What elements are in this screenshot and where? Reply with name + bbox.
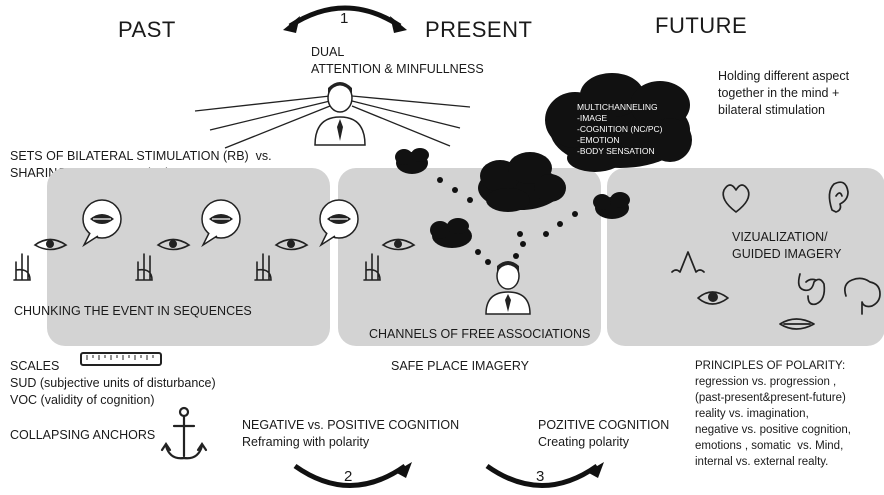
future-note-line3: bilateral stimulation (718, 103, 825, 117)
arrow-1-number: 1 (340, 10, 349, 27)
sud-label: SUD (subjective units of disturbance) (10, 376, 216, 390)
polarity-line-4: negative vs. positive cognition, (695, 424, 851, 436)
positive-cognition-title: POZITIVE COGNITION (538, 418, 670, 432)
cloud-line-4: -EMOTION (577, 135, 620, 145)
panel-future (607, 168, 884, 346)
polarity-title: PRINCIPLES OF POLARITY: (695, 360, 846, 372)
chunking-caption: CHUNKING THE EVENT IN SEQUENCES (14, 304, 252, 318)
cloud-line-3: -COGNITION (NC/PC) (577, 124, 663, 134)
negative-cognition-subtitle: Reframing with polarity (242, 435, 370, 449)
visualization-label-line1: VIZUALIZATION/ (732, 230, 828, 244)
scales-label: SCALES (10, 359, 60, 373)
voc-label: VOC (validity of cognition) (10, 393, 155, 407)
dual-label: DUAL (311, 45, 345, 59)
safe-place-label: SAFE PLACE IMAGERY (391, 359, 530, 373)
polarity-line-5: emotions , somatic vs. Mind, (695, 440, 844, 452)
cloud-line-5: -BODY SENSATION (577, 146, 655, 156)
positive-cognition-subtitle: Creating polarity (538, 435, 630, 449)
future-note-line1: Holding different aspect (718, 69, 850, 83)
arrow-3-number: 3 (536, 468, 545, 485)
polarity-line-6: internal vs. external realty. (695, 456, 829, 468)
attention-label: ATTENTION & MINFULLNESS (311, 62, 484, 76)
collapsing-anchors-label: COLLAPSING ANCHORS (10, 428, 156, 442)
bilateral-note-line1: SETS OF BILATERAL STIMULATION (RB) vs. (10, 149, 272, 163)
polarity-line-2: (past-present&present-future) (695, 392, 846, 404)
heading-present: PRESENT (425, 17, 533, 42)
visualization-label-line2: GUIDED IMAGERY (732, 247, 842, 261)
polarity-line-3: reality vs. imagination, (695, 408, 809, 420)
heading-past: PAST (118, 17, 176, 42)
future-note-line2: together in the mind + (718, 86, 840, 100)
free-associations-caption: CHANNELS OF FREE ASSOCIATIONS (369, 327, 591, 341)
panel-past (47, 168, 330, 346)
cloud-line-2: -IMAGE (577, 113, 608, 123)
negative-cognition-title: NEGATIVE vs. POSITIVE COGNITION (242, 418, 460, 432)
polarity-line-1: regression vs. progression , (695, 376, 837, 388)
heading-future: FUTURE (655, 13, 748, 38)
cloud-line-1: MULTICHANNELING (577, 102, 658, 112)
arrow-2-number: 2 (344, 468, 353, 485)
